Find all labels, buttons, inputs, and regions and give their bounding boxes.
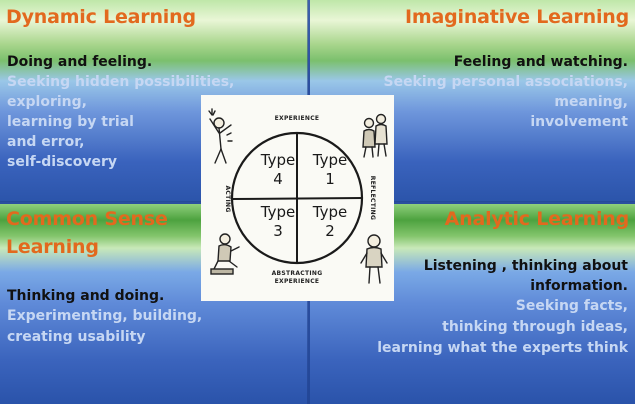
quadrant-lead: Doing and feeling. — [7, 54, 153, 70]
quadrant-desc-line: Experimenting, building, — [7, 308, 203, 324]
quadrant-desc-line: self-discovery — [7, 154, 118, 170]
type-cell-number: 2 — [325, 222, 335, 240]
quadrant-desc-line: involvement — [530, 114, 628, 130]
axis-label-bottom: EXPERIENCE — [275, 278, 320, 285]
axis-label-bottom: ABSTRACTING — [272, 270, 323, 277]
quadrant-title: Common Sense — [6, 208, 168, 230]
type-cell-number: 4 — [273, 170, 283, 188]
quadrant-title: Imaginative Learning — [405, 6, 629, 28]
figures-top-right-illustration — [362, 113, 388, 158]
quadrant-desc-line: Seeking facts, — [515, 298, 628, 314]
type-cell-word: Type — [260, 203, 295, 221]
type-cell-number: 1 — [325, 170, 335, 188]
quadrant-desc-line: Seeking hidden possibilities, — [7, 74, 235, 90]
quadrant-title: Learning — [6, 236, 99, 258]
quadrant-lead: Thinking and doing. — [7, 288, 165, 304]
axis-label-left: ACTING — [224, 185, 231, 212]
axis-label-right: REFLECTING — [369, 176, 376, 220]
quadrant-lead: information. — [530, 278, 628, 294]
quadrant-desc-line: meaning, — [554, 94, 628, 110]
learning-cycle-diagram: Type 4 Type 1 Type 3 Type 2 EXPERIENCE A… — [201, 95, 394, 301]
quadrant-desc-line: learning by trial — [7, 114, 134, 130]
quadrant-title: Analytic Learning — [444, 208, 630, 230]
type-cell-word: Type — [312, 151, 347, 169]
quadrant-desc-line: Seeking personal associations, — [383, 74, 628, 90]
quadrant-lead: Feeling and watching. — [453, 54, 628, 70]
quadrant-desc-line: learning what the experts think — [377, 340, 628, 356]
figure-bottom-left-illustration — [210, 233, 240, 275]
quadrant-desc-line: thinking through ideas, — [442, 319, 628, 335]
quadrant-title: Dynamic Learning — [6, 6, 196, 28]
figure-bottom-right-illustration — [360, 234, 388, 284]
quadrant-lead: Listening , thinking about — [423, 258, 628, 274]
type-cell-number: 3 — [273, 222, 283, 240]
type-cell-word: Type — [260, 151, 295, 169]
type-cell-word: Type — [312, 203, 347, 221]
quadrant-desc-line: exploring, — [7, 94, 87, 110]
axis-label-top: EXPERIENCE — [275, 115, 320, 122]
quadrant-desc-line: and error, — [7, 134, 85, 150]
quadrant-desc-line: creating usability — [7, 329, 146, 345]
learning-cycle-svg: Type 4 Type 1 Type 3 Type 2 EXPERIENCE A… — [208, 108, 388, 285]
figure-top-left-illustration — [208, 108, 233, 164]
